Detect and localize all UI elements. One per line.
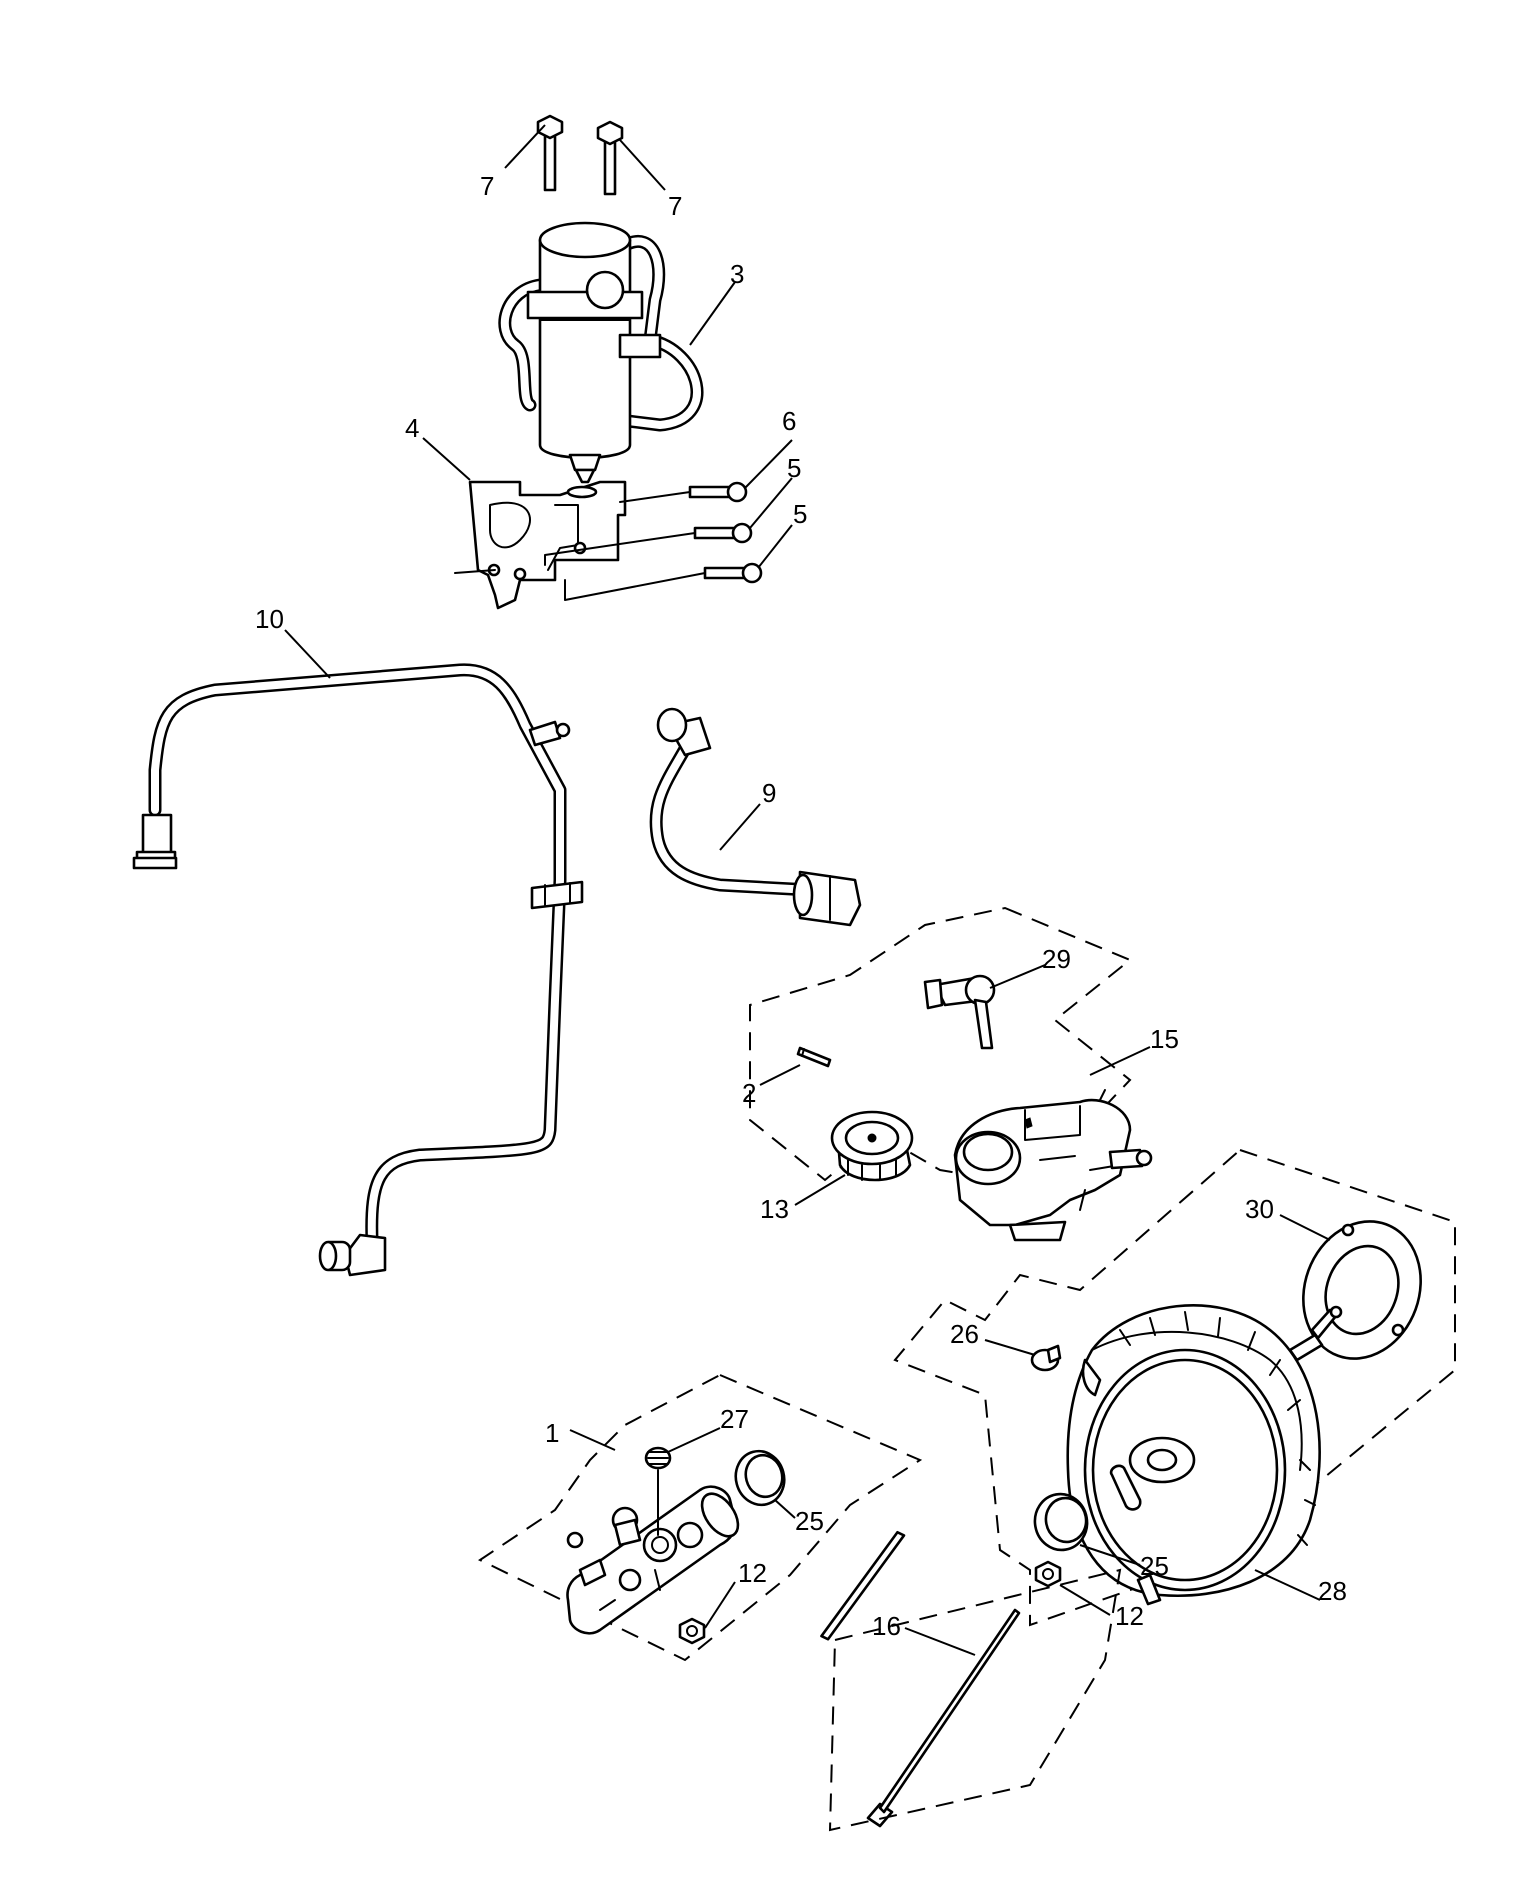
seal-25-booster[interactable] (1031, 1490, 1092, 1554)
screw-5-lower[interactable] (703, 562, 763, 584)
level-sensor-29[interactable] (923, 974, 996, 1050)
leader-5-upper (749, 477, 793, 529)
nut-12-master[interactable] (678, 1617, 706, 1645)
screw-5-lower-guide (564, 572, 706, 601)
gasket-30[interactable] (1284, 1205, 1439, 1376)
callout-26: 26 (950, 1319, 979, 1349)
fluid-reservoir-15[interactable] (953, 1089, 1153, 1242)
leader-4 (422, 437, 471, 481)
bolt-7-right[interactable] (596, 120, 624, 196)
booster-group-outline (893, 1148, 1456, 1627)
leader-2 (759, 1064, 801, 1086)
callout-28: 28 (1318, 1576, 1347, 1606)
rod-16[interactable] (812, 1530, 1021, 1828)
reservoir-group-outline (749, 906, 1132, 1187)
screw-6[interactable] (688, 481, 748, 503)
leader-30 (1279, 1214, 1331, 1241)
clip-26[interactable] (1030, 1344, 1062, 1372)
leader-13 (794, 1174, 846, 1206)
bolt-7-left[interactable] (536, 114, 564, 192)
callout-29: 29 (1042, 944, 1071, 974)
callout-9: 9 (762, 778, 776, 808)
leader-7-right (619, 139, 666, 191)
leader-15 (1089, 1046, 1151, 1076)
leader-5-lower (757, 524, 793, 569)
leader-16 (904, 1627, 976, 1656)
leader-25-booster (1079, 1544, 1141, 1566)
leader-29 (989, 964, 1046, 989)
leader-12-booster (1059, 1584, 1111, 1616)
hose-9[interactable] (649, 707, 862, 927)
rod-group-outline (828, 1568, 1122, 1832)
callout-2: 2 (742, 1078, 756, 1108)
callout-15: 15 (1150, 1024, 1179, 1054)
leader-10 (284, 629, 331, 679)
reservoir-cap-13[interactable] (830, 1110, 914, 1182)
master-cylinder-1[interactable] (566, 1485, 746, 1635)
callout-7-left: 7 (480, 171, 494, 201)
spring-27[interactable] (644, 1446, 672, 1536)
callout-5-lower: 5 (793, 499, 807, 529)
callout-5-upper: 5 (787, 453, 801, 483)
nut-12-booster[interactable] (1034, 1560, 1062, 1588)
callout-12-master: 12 (738, 1558, 767, 1588)
brake-booster-28[interactable] (1066, 1304, 1343, 1606)
callout-25-master: 25 (795, 1506, 824, 1536)
leader-7-left (504, 124, 546, 169)
leader-12-master (704, 1581, 736, 1629)
callout-3: 3 (730, 259, 744, 289)
callout-25-booster: 25 (1140, 1551, 1169, 1581)
callout-27: 27 (720, 1404, 749, 1434)
leader-28 (1254, 1569, 1321, 1601)
screw-5-upper[interactable] (693, 522, 753, 544)
screw-6-guide (619, 491, 691, 503)
vacuum-pump-3[interactable] (498, 221, 704, 484)
leader-3 (689, 281, 736, 346)
leader-27 (667, 1427, 721, 1453)
callout-30: 30 (1245, 1194, 1274, 1224)
pin-2[interactable] (796, 1046, 832, 1068)
bracket-4[interactable] (454, 480, 627, 610)
callout-7-right: 7 (668, 191, 682, 221)
callout-13: 13 (760, 1194, 789, 1224)
callout-1: 1 (545, 1418, 559, 1448)
callout-4: 4 (405, 413, 419, 443)
leader-1 (569, 1429, 616, 1451)
callout-6: 6 (782, 406, 796, 436)
callout-10: 10 (255, 604, 284, 634)
screw-5-upper-guide (544, 532, 696, 566)
leader-9 (719, 803, 761, 851)
callout-16: 16 (872, 1611, 901, 1641)
leader-25-master (774, 1499, 796, 1519)
seal-25-master[interactable] (730, 1446, 790, 1511)
leader-26 (984, 1339, 1036, 1356)
leader-6 (744, 439, 793, 489)
callout-12-booster: 12 (1115, 1601, 1144, 1631)
vacuum-pipe-10[interactable] (132, 663, 584, 1277)
